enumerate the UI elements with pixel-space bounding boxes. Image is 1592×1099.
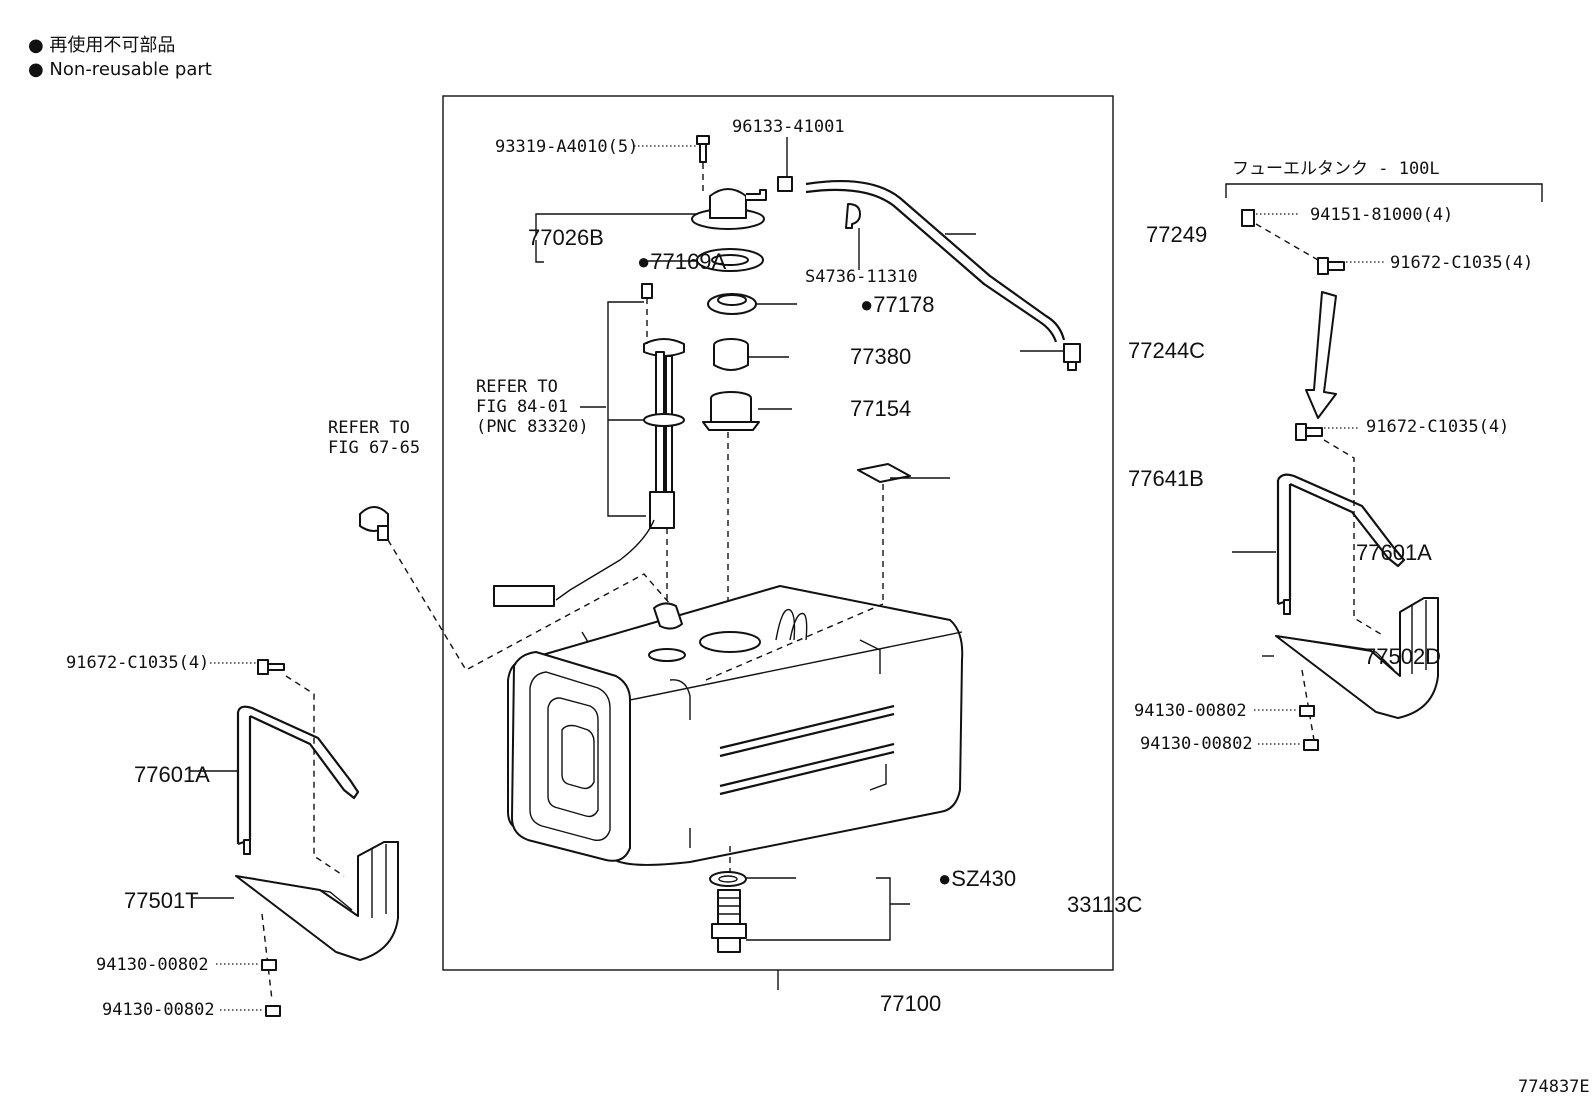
label-91672-right-1: 91672-C1035(4) bbox=[1390, 253, 1533, 273]
label-sz430: ●SZ430 bbox=[938, 866, 1016, 891]
bolt-93319[interactable] bbox=[696, 135, 710, 163]
label-77178: ●77178 bbox=[860, 292, 934, 317]
label-77380: 77380 bbox=[850, 344, 911, 369]
nut-94130-left-1[interactable] bbox=[261, 959, 277, 971]
label-77601a-right: 77601A bbox=[1356, 540, 1432, 565]
label-93319: 93319-A4010(5) bbox=[495, 137, 638, 157]
nut-94130-right-2[interactable] bbox=[1303, 739, 1319, 751]
label-refer-67-l2: FIG 67-65 bbox=[328, 438, 420, 458]
direction-arrow bbox=[1305, 291, 1337, 419]
label-tank-100l: フューエルタンク - 100L bbox=[1232, 159, 1440, 179]
label-77026b: 77026B bbox=[528, 225, 604, 250]
label-77249: 77249 bbox=[1146, 222, 1207, 247]
nut-94151[interactable] bbox=[1241, 209, 1255, 227]
label-77601a-left: 77601A bbox=[134, 762, 210, 787]
label-s4736: S4736-11310 bbox=[805, 267, 918, 287]
bracket-77502d[interactable] bbox=[1275, 597, 1439, 719]
nut-94130-left-2[interactable] bbox=[265, 1005, 281, 1017]
fuel-sender-gauge[interactable] bbox=[493, 283, 685, 607]
figure-code: 774837E bbox=[1518, 1077, 1590, 1097]
label-refer-84-l2: FIG 84-01 bbox=[476, 397, 568, 417]
label-77244c: 77244C bbox=[1128, 338, 1205, 363]
legend-en: ● Non-reusable part bbox=[28, 59, 212, 80]
hose-77249[interactable] bbox=[805, 179, 1066, 341]
bolt-91672-left[interactable] bbox=[257, 659, 285, 675]
nut-94130-right-1[interactable] bbox=[1299, 705, 1315, 717]
label-77100: 77100 bbox=[880, 991, 941, 1016]
label-91672-left: 91672-C1035(4) bbox=[66, 653, 209, 673]
bolt-91672-right-2[interactable] bbox=[1295, 423, 1323, 441]
label-94130-left-2: 94130-00802 bbox=[102, 1000, 215, 1020]
gasket-sz430[interactable] bbox=[709, 871, 747, 887]
strap-77601a-left[interactable] bbox=[236, 705, 360, 855]
fitting-77244c[interactable] bbox=[1063, 343, 1081, 371]
sensor-refer-67-65[interactable] bbox=[359, 506, 389, 541]
label-77501t: 77501T bbox=[124, 888, 199, 913]
legend-jp: ● 再使用不可部品 bbox=[28, 35, 175, 56]
drain-plug-33113c[interactable] bbox=[711, 889, 747, 953]
gasket-77169a-hole bbox=[711, 254, 749, 266]
fuel-tank-77100[interactable] bbox=[507, 585, 964, 866]
label-77154: 77154 bbox=[850, 396, 911, 421]
pad-77641b[interactable] bbox=[857, 463, 911, 483]
clip-96133[interactable] bbox=[777, 176, 793, 192]
label-refer-84-l3: (PNC 83320) bbox=[476, 417, 589, 437]
filter-77154[interactable] bbox=[702, 391, 760, 431]
label-77641b: 77641B bbox=[1128, 466, 1204, 491]
bracket-77501t[interactable] bbox=[235, 841, 399, 961]
label-refer-84-l1: REFER TO bbox=[476, 377, 558, 397]
label-refer-67-l1: REFER TO bbox=[328, 418, 410, 438]
label-94130-right-1: 94130-00802 bbox=[1134, 701, 1247, 721]
clamp-s4736[interactable] bbox=[845, 203, 861, 229]
label-77502d: 77502D bbox=[1364, 644, 1441, 669]
label-33113c: 33113C bbox=[1067, 892, 1143, 917]
strap-77601a-right[interactable] bbox=[1276, 473, 1406, 615]
filter-77380[interactable] bbox=[713, 338, 749, 371]
label-94151: 94151-81000(4) bbox=[1310, 205, 1453, 225]
label-94130-left-1: 94130-00802 bbox=[96, 955, 209, 975]
label-96133: 96133-41001 bbox=[732, 117, 845, 137]
label-94130-right-2: 94130-00802 bbox=[1140, 734, 1253, 754]
label-91672-right-2: 91672-C1035(4) bbox=[1366, 417, 1509, 437]
pump-cover-77026b[interactable] bbox=[691, 188, 767, 230]
bolt-91672-right-1[interactable] bbox=[1317, 257, 1345, 275]
